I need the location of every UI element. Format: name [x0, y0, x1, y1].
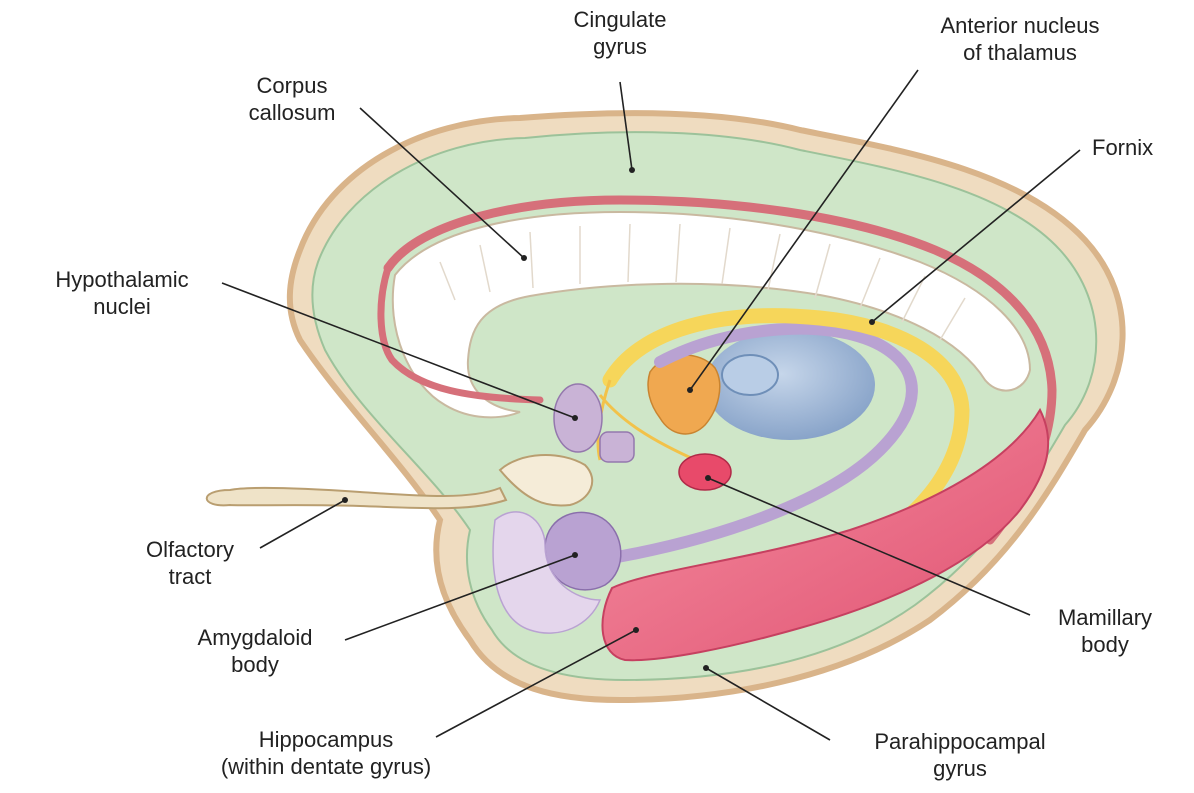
- label-line: tract: [120, 563, 260, 590]
- label-line: Cingulate: [555, 6, 685, 33]
- label-line: Olfactory: [120, 536, 260, 563]
- thalamus-inner: [722, 355, 778, 395]
- label-line: Fornix: [1092, 134, 1182, 161]
- label-fornix: Fornix: [1092, 134, 1182, 161]
- label-line: Parahippocampal: [830, 728, 1090, 755]
- leader-olfactory: [260, 500, 345, 548]
- label-line: gyrus: [555, 33, 685, 60]
- label-line: nuclei: [22, 293, 222, 320]
- label-mamillary-body: Mamillary body: [1030, 604, 1180, 658]
- label-line: of thalamus: [890, 39, 1150, 66]
- label-line: body: [170, 651, 340, 678]
- label-parahippocampal-gyrus: Parahippocampal gyrus: [830, 728, 1090, 782]
- label-line: body: [1030, 631, 1180, 658]
- label-line: Hypothalamic: [22, 266, 222, 293]
- label-line: callosum: [222, 99, 362, 126]
- label-cingulate-gyrus: Cingulate gyrus: [555, 6, 685, 60]
- label-olfactory-tract: Olfactory tract: [120, 536, 260, 590]
- hypothalamic-nucleus-2: [600, 432, 634, 462]
- label-anterior-nucleus: Anterior nucleus of thalamus: [890, 12, 1150, 66]
- label-line: Anterior nucleus: [890, 12, 1150, 39]
- label-line: Hippocampus: [176, 726, 476, 753]
- label-line: gyrus: [830, 755, 1090, 782]
- label-line: Corpus: [222, 72, 362, 99]
- label-line: (within dentate gyrus): [176, 753, 476, 780]
- label-amygdaloid-body: Amygdaloid body: [170, 624, 340, 678]
- label-line: Mamillary: [1030, 604, 1180, 631]
- label-hypothalamic-nuclei: Hypothalamic nuclei: [22, 266, 222, 320]
- label-line: Amygdaloid: [170, 624, 340, 651]
- label-corpus-callosum: Corpus callosum: [222, 72, 362, 126]
- label-hippocampus: Hippocampus (within dentate gyrus): [176, 726, 476, 780]
